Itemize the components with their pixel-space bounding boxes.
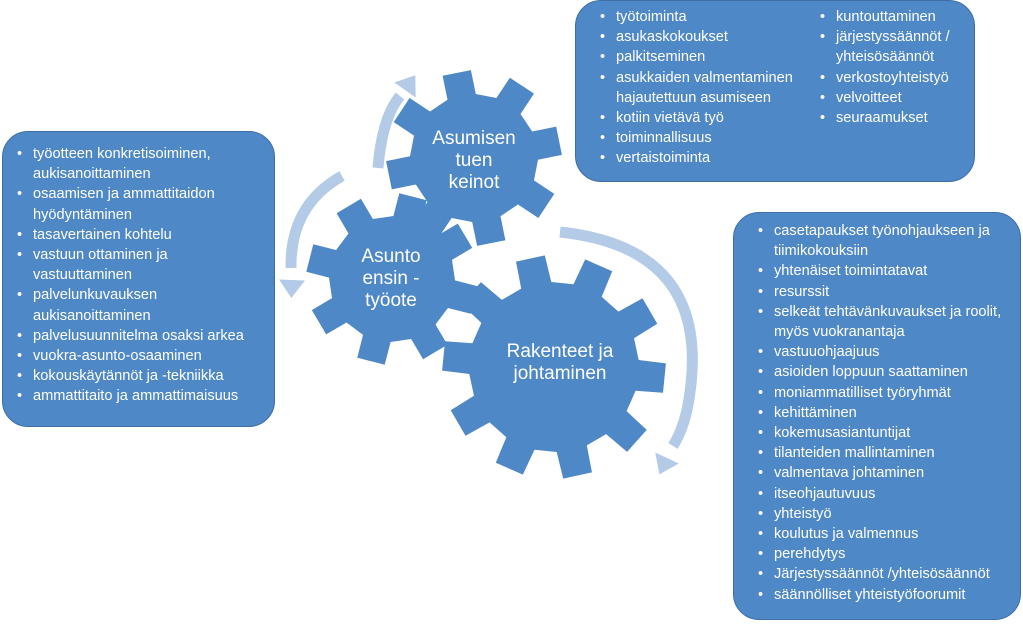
arrow-left-icon <box>279 171 345 298</box>
list-item: asioiden loppuun saattaminen <box>754 362 1014 382</box>
list-item: selkeät tehtävänkuvaukset ja roolit, myö… <box>754 302 1014 342</box>
list-item: seuraamukset <box>816 108 966 128</box>
list-item: casetapaukset työnohjaukseen ja tiimikok… <box>754 221 1014 261</box>
list-item: tasavertainen kohtelu <box>13 225 260 245</box>
list-item: kehittäminen <box>754 403 1014 423</box>
list-item: yhteistyö <box>754 504 1014 524</box>
list-item: yhtenäiset toimintatavat <box>754 261 1014 281</box>
list-item: itseohjautuvuus <box>754 484 1014 504</box>
list-item: vertaistoiminta <box>596 148 808 168</box>
left-box-list: työotteen konkretisoiminen, aukisanoitta… <box>13 144 260 407</box>
list-item: velvoitteet <box>816 88 966 108</box>
right-box: casetapaukset työnohjaukseen ja tiimikok… <box>733 212 1021 620</box>
arrow-top-icon <box>372 75 416 169</box>
list-item: koulutus ja valmennus <box>754 524 1014 544</box>
list-item: kuntouttaminen <box>816 7 966 27</box>
list-item: palvelusuunnitelma osaksi arkea <box>13 326 260 346</box>
list-item: asukaskokoukset <box>596 27 808 47</box>
top-box-list-col2: kuntouttaminenjärjestyssäännöt / yhteisö… <box>816 7 966 128</box>
top-box: työtoimintaasukaskokouksetpalkitseminena… <box>575 0 975 182</box>
list-item: perehdytys <box>754 544 1014 564</box>
list-item: toiminnallisuus <box>596 128 808 148</box>
list-item: vuokra-asunto-osaaminen <box>13 346 260 366</box>
list-item: vastuun ottaminen ja vastuuttaminen <box>13 245 260 285</box>
gear-label-left: Asunto ensin - työote <box>361 246 421 311</box>
arrow-right-icon <box>559 226 698 475</box>
gear-label-big: Rakenteet ja johtaminen <box>506 341 614 384</box>
list-item: kokouskäytännöt ja -tekniikka <box>13 366 260 386</box>
list-item: kotiin vietävä työ <box>596 108 808 128</box>
list-item: palvelunkuvauksen aukisanoittaminen <box>13 285 260 325</box>
list-item: moniammatilliset työryhmät <box>754 383 1014 403</box>
list-item: tilanteiden mallintaminen <box>754 443 1014 463</box>
list-item: verkostoyhteistyö <box>816 68 966 88</box>
list-item: palkitseminen <box>596 47 808 67</box>
gear-left <box>306 193 478 365</box>
cycle-arrows <box>279 75 698 475</box>
list-item: asukkaiden valmentaminen hajautettuun as… <box>596 68 808 108</box>
list-item: säännölliset yhteistyöfoorumit <box>754 585 1014 605</box>
right-box-list: casetapaukset työnohjaukseen ja tiimikok… <box>754 221 1014 605</box>
list-item: ammattitaito ja ammattimaisuus <box>13 386 260 406</box>
list-item: osaamisen ja ammattitaidon hyödyntäminen <box>13 184 260 224</box>
list-item: valmentava johtaminen <box>754 463 1014 483</box>
gear-label-top: Asumisen tuen keinot <box>432 128 516 193</box>
list-item: kokemusasiantuntijat <box>754 423 1014 443</box>
list-item: työtoiminta <box>596 7 808 27</box>
top-box-list-col1: työtoimintaasukaskokouksetpalkitseminena… <box>596 7 808 169</box>
list-item: resurssit <box>754 282 1014 302</box>
left-box: työotteen konkretisoiminen, aukisanoitta… <box>2 131 275 427</box>
list-item: työotteen konkretisoiminen, aukisanoitta… <box>13 144 260 184</box>
gears <box>306 70 666 479</box>
gear-top <box>386 70 562 246</box>
list-item: järjestyssäännöt / yhteisösäännöt <box>816 27 966 67</box>
gear-big <box>442 255 666 479</box>
list-item: Järjestyssäännöt /yhteisösäännöt <box>754 564 1014 584</box>
list-item: vastuuohjaajuus <box>754 342 1014 362</box>
